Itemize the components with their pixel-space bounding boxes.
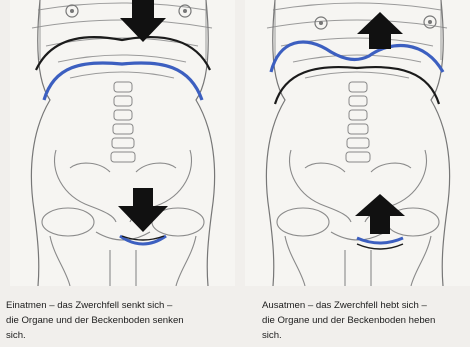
caption-line: die Organe und der Beckenboden heben (262, 313, 468, 328)
pelvic-floor-raised (357, 238, 403, 243)
caption-line: die Organe und der Beckenboden senken (6, 313, 232, 328)
diaphragm-rest-line (275, 67, 439, 104)
skeleton-drawing-inhale (10, 0, 235, 286)
exhale-caption: Ausatmen – das Zwerchfell hebt sich – di… (262, 298, 468, 343)
arrow-down-icon (118, 188, 168, 232)
caption-line: Ausatmen – das Zwerchfell hebt sich – (262, 298, 468, 313)
skeleton-drawing-exhale (245, 0, 470, 286)
exhale-illustration (245, 0, 470, 286)
caption-line: Einatmen – das Zwerchfell senkt sich – (6, 298, 232, 313)
caption-line: sich. (6, 328, 232, 343)
arrow-up-icon (357, 12, 403, 49)
diaphragm-lowered-line (44, 63, 202, 100)
caption-line: sich. (262, 328, 468, 343)
inhale-caption: Einatmen – das Zwerchfell senkt sich – d… (6, 298, 232, 343)
arrow-down-icon (120, 0, 166, 42)
arrow-up-icon (355, 194, 405, 234)
inhale-illustration (10, 0, 235, 286)
